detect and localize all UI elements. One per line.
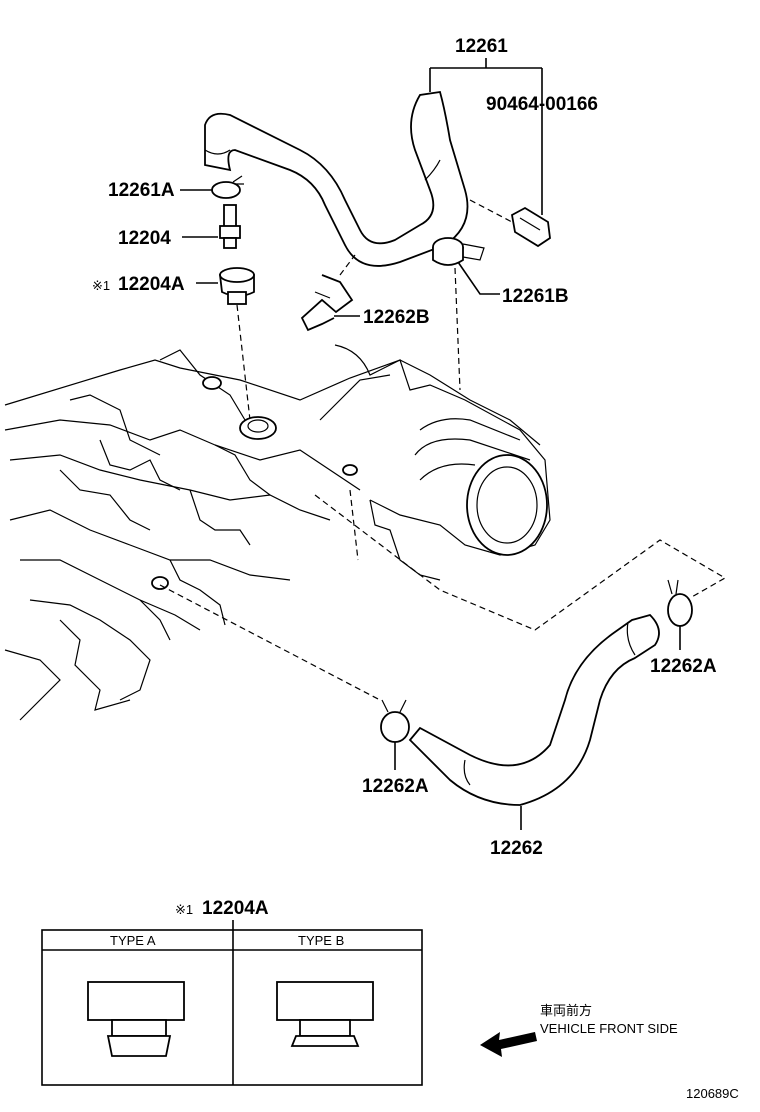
grommet-type-a	[87, 981, 185, 1057]
leader-hose-left	[159, 584, 381, 701]
gasket-12262A-left	[380, 699, 410, 743]
gasket-12262A-right	[667, 579, 693, 627]
type-a-label: TYPE A	[110, 933, 156, 948]
grommet-type-b	[276, 981, 374, 1047]
grommet-12204A	[218, 267, 255, 305]
label-12262B: 12262B	[363, 307, 430, 328]
engine-block	[4, 349, 541, 721]
leader-12262B	[339, 254, 356, 276]
direction-en: VEHICLE FRONT SIDE	[540, 1021, 678, 1036]
label-12261A: 12261A	[108, 180, 175, 201]
leader-grommet	[236, 304, 251, 421]
label-12262: 12262	[490, 838, 543, 859]
label-12261: 12261	[455, 36, 508, 57]
front-arrow-icon	[480, 1032, 537, 1057]
label-12262A-right: 12262A	[650, 656, 717, 677]
leader-lower-hose	[314, 494, 727, 631]
leader-throttle	[349, 489, 359, 561]
label-12204A: 12204A	[118, 274, 185, 295]
label-12204: 12204	[118, 228, 171, 249]
direction-jp: 車両前方	[540, 1003, 592, 1018]
label-grommet-note: ※1	[92, 278, 110, 293]
throttle-body	[334, 344, 551, 581]
clamp-90464-00166	[511, 206, 551, 248]
figure-id: 120689C	[686, 1086, 739, 1101]
inset-title: 12204A	[202, 898, 269, 919]
leader-12261B	[454, 267, 461, 391]
clip-12261B	[432, 237, 485, 266]
label-12262A-left: 12262A	[362, 776, 429, 797]
clip-12262B	[300, 274, 354, 332]
gasket-12261A	[211, 181, 241, 199]
leader-clamp	[469, 199, 513, 223]
label-90464-00166: 90464-00166	[486, 94, 598, 115]
type-b-label: TYPE B	[298, 933, 344, 948]
inset-note: ※1	[175, 902, 193, 917]
hose-12262	[408, 613, 660, 806]
label-12261B: 12261B	[502, 286, 569, 307]
hose-12261	[204, 90, 469, 267]
pcv-valve-12204	[219, 204, 241, 249]
inset-box	[41, 929, 423, 1086]
